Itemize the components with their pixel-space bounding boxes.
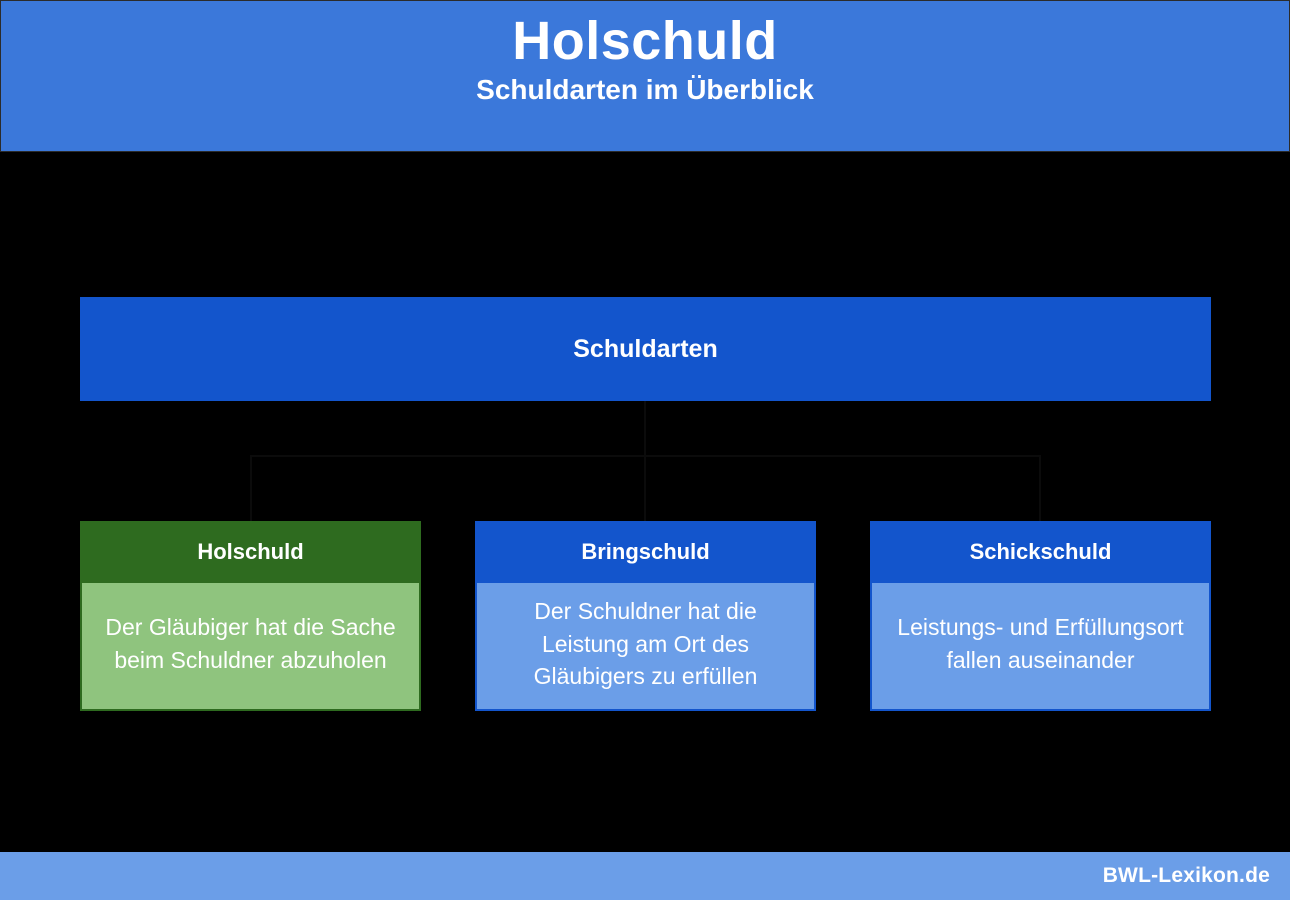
node-holschuld-description: Der Gläubiger hat die Sache beim Schuldn… [105, 614, 396, 673]
footer-bar: BWL-Lexikon.de [0, 852, 1290, 900]
connector-branch-holschuld [250, 455, 252, 521]
node-bringschuld-description: Der Schuldner hat die Leistung am Ort de… [533, 598, 758, 690]
node-bringschuld-body: Der Schuldner hat die Leistung am Ort de… [475, 583, 816, 711]
node-bringschuld[interactable]: Bringschuld Der Schuldner hat die Leistu… [475, 521, 816, 711]
page-subtitle: Schuldarten im Überblick [476, 74, 814, 106]
node-holschuld-header: Holschuld [80, 521, 421, 583]
connector-branch-schickschuld [1039, 455, 1041, 521]
header-banner: Holschuld Schuldarten im Überblick [0, 0, 1290, 152]
page-title: Holschuld [512, 11, 778, 71]
node-schickschuld-header: Schickschuld [870, 521, 1211, 583]
node-bringschuld-title: Bringschuld [581, 538, 710, 564]
node-root-schuldarten[interactable]: Schuldarten [80, 297, 1211, 401]
node-holschuld-title: Holschuld [197, 538, 304, 564]
footer-brand-label: BWL-Lexikon.de [1102, 864, 1270, 887]
node-schickschuld-title: Schickschuld [969, 538, 1112, 564]
node-bringschuld-header: Bringschuld [475, 521, 816, 583]
node-root-label: Schuldarten [573, 335, 718, 363]
connector-root-stem [644, 401, 646, 455]
node-schickschuld-body: Leistungs- und Erfüllungsort fallen ause… [870, 583, 1211, 711]
node-schickschuld[interactable]: Schickschuld Leistungs- und Erfüllungsor… [870, 521, 1211, 711]
node-schickschuld-description: Leistungs- und Erfüllungsort fallen ause… [897, 614, 1184, 673]
node-holschuld-body: Der Gläubiger hat die Sache beim Schuldn… [80, 583, 421, 711]
connector-branch-bringschuld [644, 455, 646, 521]
org-chart-diagram: Schuldarten Holschuld Der Gläubiger hat … [0, 152, 1290, 852]
node-holschuld[interactable]: Holschuld Der Gläubiger hat die Sache be… [80, 521, 421, 711]
